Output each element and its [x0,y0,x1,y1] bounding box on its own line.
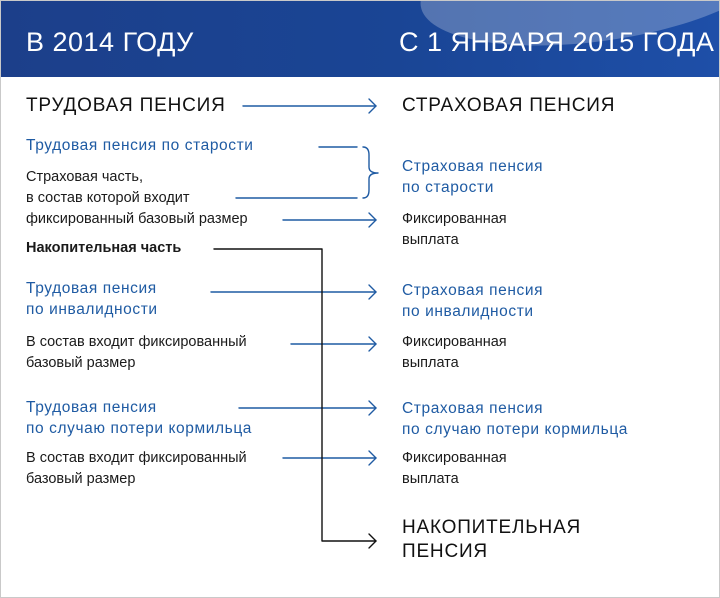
arrowhead-disability [368,284,377,300]
insurance-part-line-2: в состав которой входит [26,190,190,206]
header-left-title: В 2014 ГОДУ [26,27,194,57]
funded-part-label: Накопительная часть [26,240,182,256]
survivor-sub-line-2: базовый размер [26,471,136,487]
fixed-payment-2-line-2: выплата [402,355,459,371]
arrowhead-funded-pension [368,533,377,549]
insurance-part-line-3: фиксированный базовый размер [26,211,248,227]
labor-survivor-line-2: по случаю потери кормильца [26,420,253,437]
labor-disability-line-1: Трудовая пенсия [26,280,157,297]
insurance-part-line-1: Страховая часть, [26,169,143,185]
labor-disability-line-2: по инвалидности [26,301,158,318]
labor-old-age-label: Трудовая пенсия по старости [26,137,254,154]
insurance-disability-line-1: Страховая пенсия [402,282,544,299]
labor-survivor-line-1: Трудовая пенсия [26,399,157,416]
disability-sub-line-2: базовый размер [26,355,136,371]
header-bar: В 2014 ГОДУ С 1 ЯНВАРЯ 2015 ГОДА [1,1,719,77]
insurance-survivor-line-1: Страховая пенсия [402,400,544,417]
fixed-payment-2-line-1: Фиксированная [402,334,507,350]
brace-old-age [362,146,379,199]
fixed-payment-3-line-1: Фиксированная [402,450,507,466]
insurance-pension-title: СТРАХОВАЯ ПЕНСИЯ [402,95,616,116]
disability-sub-line-1: В состав входит фиксированный [26,334,247,350]
insurance-old-age-line-1: Страховая пенсия [402,158,544,175]
survivor-sub-line-1: В состав входит фиксированный [26,450,247,466]
labor-pension-title: ТРУДОВАЯ ПЕНСИЯ [26,95,226,116]
funded-pension-line-1: НАКОПИТЕЛЬНАЯ [402,517,582,538]
insurance-old-age-line-2: по старости [402,179,494,196]
arrowhead-disability-fixed [368,336,377,352]
insurance-disability-line-2: по инвалидности [402,303,534,320]
header-right-title: С 1 ЯНВАРЯ 2015 ГОДА [399,27,715,57]
arrowhead-survivor-fixed [368,450,377,466]
funded-pension-line-2: ПЕНСИЯ [402,541,488,562]
insurance-survivor-line-2: по случаю потери кормильца [402,421,629,438]
arrowhead-survivor [368,400,377,416]
fixed-payment-3-line-2: выплата [402,471,459,487]
arrowhead-base-to-fixed-1 [368,212,377,228]
fixed-payment-1-line-1: Фиксированная [402,211,507,227]
fixed-payment-1-line-2: выплата [402,232,459,248]
arrow-funded-to-funded-pension [213,248,377,542]
arrowhead-labor-to-insurance [368,98,377,114]
